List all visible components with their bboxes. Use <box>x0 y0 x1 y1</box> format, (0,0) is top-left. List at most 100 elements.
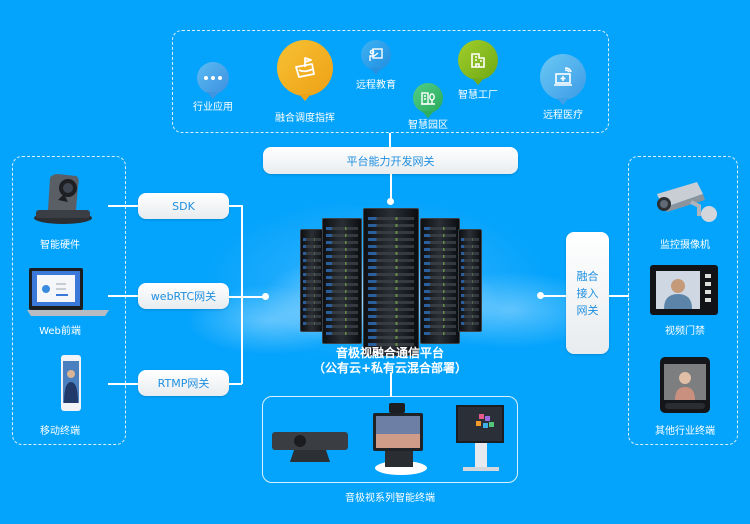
connector-mobile-rtmp <box>108 383 138 385</box>
server-unit <box>424 290 456 293</box>
fusion-access-gateway[interactable]: 融合 接入 网关 <box>566 232 609 354</box>
connector-top-gateway <box>389 133 391 148</box>
server-unit <box>326 269 358 272</box>
server-rack <box>300 229 324 332</box>
server-unit <box>460 294 480 297</box>
server-unit <box>460 322 480 325</box>
server-unit <box>326 304 358 307</box>
server-unit <box>460 287 480 290</box>
server-unit <box>368 245 414 248</box>
device-mobile-label: 移动终端 <box>40 426 80 437</box>
server-unit <box>368 329 414 332</box>
server-rack <box>420 218 460 344</box>
server-unit <box>368 294 414 297</box>
app-industry[interactable] <box>197 62 229 99</box>
server-unit <box>424 227 456 230</box>
platform-gateway[interactable]: 平台能力开发网关 <box>263 147 518 174</box>
app-factory[interactable] <box>458 40 498 85</box>
server-unit <box>302 259 322 262</box>
app-park-label: 智慧园区 <box>408 120 448 131</box>
server-unit <box>368 217 414 220</box>
platform-title: 音极视融合通信平台 <box>335 346 444 360</box>
server-unit <box>368 238 414 241</box>
webrtc-gateway[interactable]: webRTC网关 <box>138 283 229 309</box>
server-unit <box>424 332 456 335</box>
server-unit <box>326 248 358 251</box>
platform-gateway-label: 平台能力开发网关 <box>346 154 435 168</box>
app-park[interactable] <box>413 83 443 118</box>
connector-sdk-bracket <box>229 205 242 207</box>
connector-hardware-sdk <box>108 205 138 207</box>
server-unit <box>460 280 480 283</box>
server-unit <box>368 308 414 311</box>
app-industry-label: 行业应用 <box>193 102 233 113</box>
server-unit <box>302 315 322 318</box>
connector-platform-bottom <box>390 373 392 397</box>
server-unit <box>368 336 414 339</box>
server-unit <box>326 283 358 286</box>
server-unit <box>326 332 358 335</box>
server-unit <box>368 252 414 255</box>
server-unit <box>460 238 480 241</box>
server-unit <box>302 245 322 248</box>
connector-right-platform <box>541 295 566 297</box>
server-unit <box>424 304 456 307</box>
connector-dot-left <box>262 293 269 300</box>
sdk-gateway[interactable]: SDK <box>138 193 229 219</box>
desktop-video-terminal-icon <box>373 403 427 475</box>
server-unit <box>424 276 456 279</box>
server-unit <box>302 294 322 297</box>
left-devices-container <box>12 156 126 445</box>
ptz-camera-icon <box>34 174 92 224</box>
server-unit <box>326 318 358 321</box>
factory-building-icon <box>471 53 485 68</box>
server-unit <box>368 315 414 318</box>
server-unit <box>326 234 358 237</box>
connector-dot-top <box>387 198 394 205</box>
server-unit <box>368 301 414 304</box>
server-unit <box>326 311 358 314</box>
app-medical[interactable] <box>540 54 586 105</box>
app-dispatch[interactable] <box>277 40 333 101</box>
fusion-access-gateway-label-3: 网关 <box>576 303 599 317</box>
server-unit <box>460 315 480 318</box>
server-unit <box>460 245 480 248</box>
fusion-access-gateway-label-1: 融合 <box>576 269 599 283</box>
server-unit <box>424 318 456 321</box>
rtmp-gateway[interactable]: RTMP网关 <box>138 370 229 396</box>
server-unit <box>460 266 480 269</box>
server-unit <box>326 262 358 265</box>
app-factory-label: 智慧工厂 <box>458 90 498 101</box>
device-smart-hardware-label: 智能硬件 <box>40 240 80 251</box>
server-unit <box>326 290 358 293</box>
server-rack <box>322 218 362 344</box>
video-intercom-icon <box>650 265 718 315</box>
server-unit <box>302 308 322 311</box>
server-unit <box>302 287 322 290</box>
laptop-icon <box>27 268 109 316</box>
teacher-board-icon <box>369 48 383 61</box>
server-unit <box>368 273 414 276</box>
server-unit <box>302 252 322 255</box>
server-unit <box>460 259 480 262</box>
server-rack <box>458 229 482 332</box>
app-education-label: 远程教育 <box>356 80 396 91</box>
server-unit <box>302 322 322 325</box>
server-unit <box>460 308 480 311</box>
webrtc-gateway-label: webRTC网关 <box>150 290 217 303</box>
server-unit <box>460 273 480 276</box>
app-education[interactable] <box>361 40 391 75</box>
app-dispatch-label: 融合调度指挥 <box>275 113 335 124</box>
server-unit <box>326 255 358 258</box>
connector-left-platform <box>229 296 265 298</box>
server-unit <box>368 287 414 290</box>
bottom-terminals-container <box>262 396 518 483</box>
connector-web-webrtc <box>108 295 138 297</box>
server-unit <box>460 301 480 304</box>
server-unit <box>368 224 414 227</box>
server-unit <box>368 259 414 262</box>
right-devices-container <box>628 156 738 445</box>
server-unit <box>424 311 456 314</box>
connector-dot-right <box>537 292 544 299</box>
server-unit <box>424 248 456 251</box>
